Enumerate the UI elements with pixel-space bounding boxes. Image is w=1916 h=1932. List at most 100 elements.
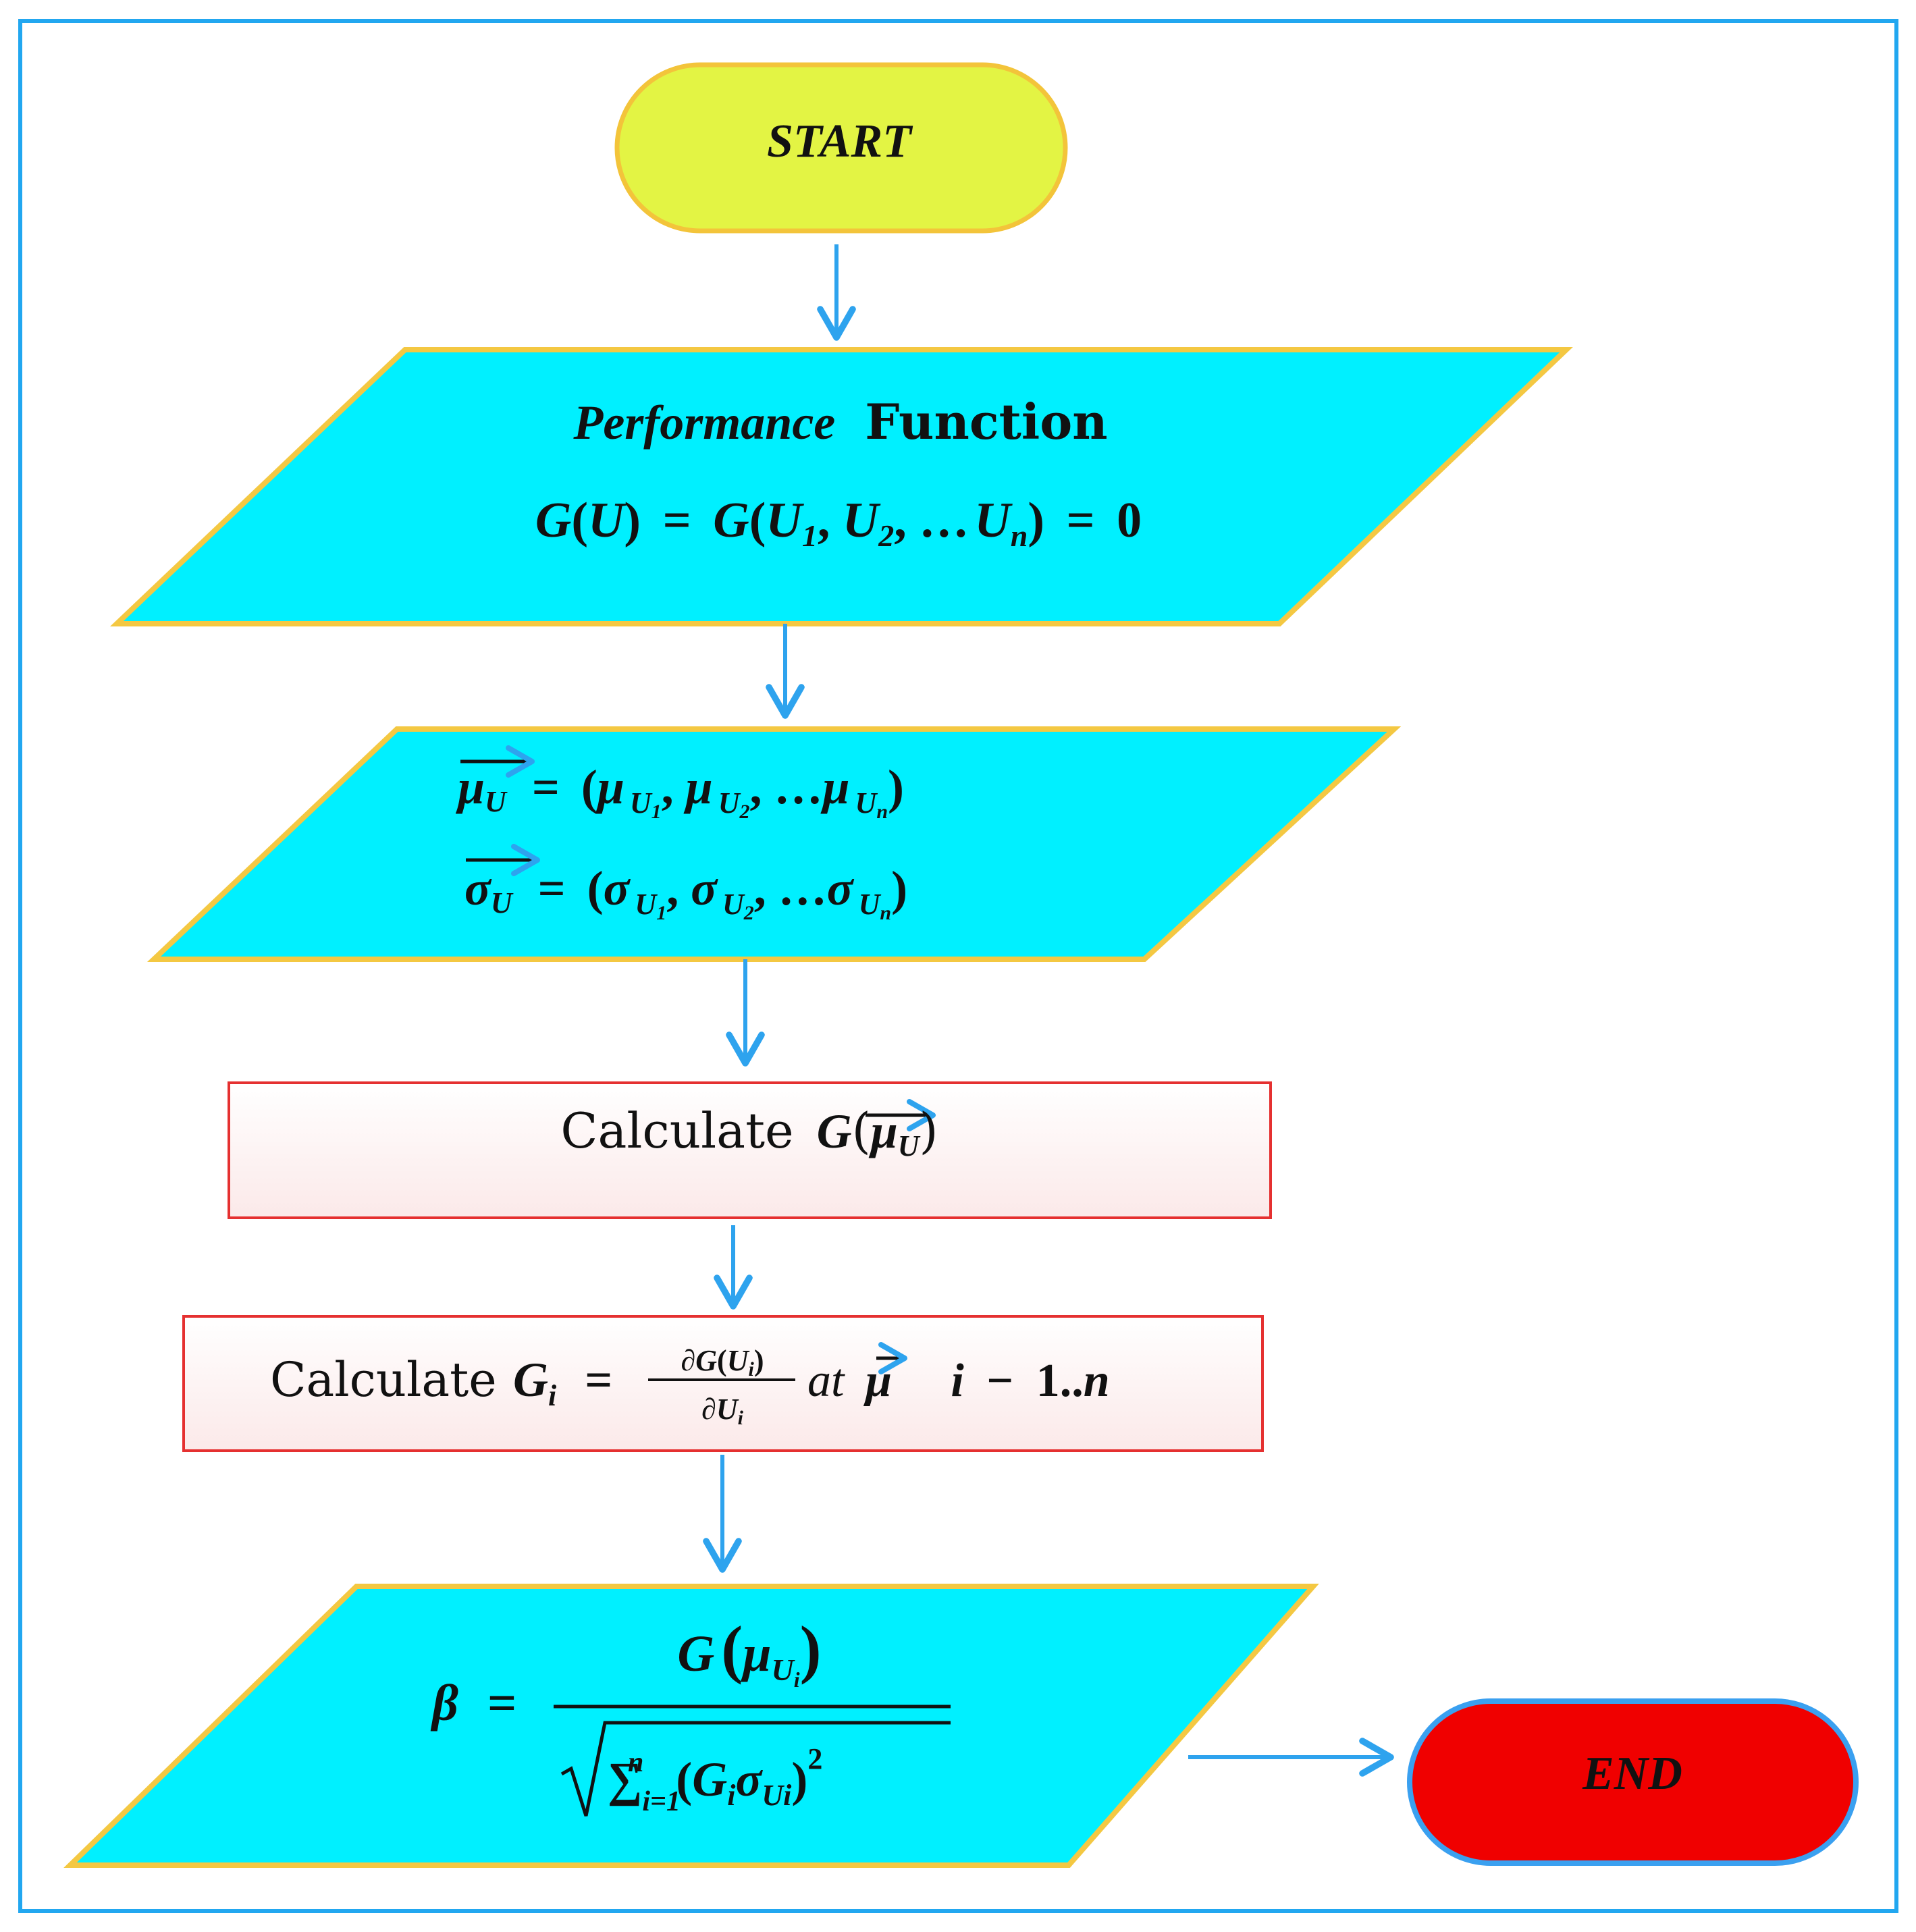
u2-sub: 2: [878, 518, 894, 553]
numerator-func: G: [695, 1344, 717, 1377]
close-paren: ): [891, 861, 907, 915]
denominator-func: G: [692, 1752, 727, 1806]
denominator-open-paren: (: [676, 1752, 692, 1806]
numerator-mu: μ: [740, 1626, 771, 1682]
start-label: START: [767, 115, 913, 167]
sum-upper: n: [628, 1747, 643, 1778]
numerator-sub: i: [748, 1358, 754, 1380]
equals-sign: =: [585, 1353, 612, 1407]
u-symbol: U: [588, 493, 627, 548]
comma-1: ,: [818, 493, 843, 548]
numerator-close-paren: ): [754, 1344, 764, 1377]
beta-numerator: G(μUi): [677, 1613, 821, 1692]
un-sub: n: [1011, 518, 1028, 553]
mu-1: μ: [595, 760, 624, 814]
sigma-2-sub-u: U: [722, 888, 745, 921]
calculate-g-process: Calculate G(μU): [228, 1081, 1272, 1219]
sigma-2: σ: [691, 861, 718, 915]
calc-g-mu: μ: [868, 1104, 898, 1158]
numerator-sub-i: i: [794, 1667, 800, 1692]
range-end: n: [1084, 1355, 1110, 1407]
sum-symbol: ∑: [608, 1752, 642, 1806]
calc-g-func: G: [817, 1104, 852, 1158]
calculate-gradient-process: Calculate Gi = ∂G(Ui) ∂Ui at μ i − 1..n: [182, 1315, 1264, 1452]
numerator-func: G: [677, 1626, 714, 1682]
performance-function-input: Performance Function G(U) = G(U1, U2, …U…: [109, 347, 1573, 626]
sigma-n-sub-idx: n: [880, 902, 891, 924]
performance-title-regular: Function: [865, 393, 1107, 450]
u1-sub: 1: [802, 518, 818, 553]
denominator-sigma: σ: [736, 1752, 764, 1806]
beta-symbol: β: [430, 1675, 458, 1732]
performance-shape: [109, 347, 1573, 626]
at-word: at: [807, 1355, 845, 1407]
sum-lower: i=1: [642, 1786, 681, 1817]
calc-gi-label: Calculate: [270, 1352, 497, 1407]
start-terminal: START: [614, 62, 1068, 234]
sqrt-symbol: [560, 1721, 951, 1817]
calc-g-label: Calculate: [560, 1102, 793, 1159]
denominator-sub-i2: i: [783, 1779, 792, 1812]
comma-2: ,: [894, 493, 919, 548]
comma-1: ,: [666, 861, 691, 915]
ellipsis: …: [919, 493, 969, 548]
denominator-sub-u: U: [762, 1779, 784, 1812]
equals-sign-2: =: [1066, 493, 1094, 548]
beta-lhs: β =: [430, 1675, 516, 1732]
close-paren: ): [888, 760, 904, 814]
exponent: 2: [807, 1742, 822, 1775]
close-paren: ): [920, 1102, 938, 1159]
sigma-sub-u: U: [491, 886, 514, 919]
sigma-1-sub-idx: 1: [656, 902, 666, 924]
g-symbol-rhs: G: [713, 493, 749, 548]
sigma-n: σ: [827, 861, 855, 915]
beta-denominator: ∑i=1 n (GiσUi)2: [608, 1742, 822, 1817]
equals-sign: =: [663, 493, 691, 548]
equals-sign: =: [538, 861, 566, 915]
calc-g-shape: [228, 1081, 1272, 1219]
mu-1-sub-u: U: [630, 786, 653, 820]
beta-shape: [63, 1584, 1319, 1868]
calc-gi-rhs: at μ i − 1..n: [807, 1355, 1110, 1407]
open-paren-rhs: (: [749, 493, 766, 548]
ellipsis: …: [774, 760, 823, 814]
performance-formula: G(U) = G(U1, U2, …Un) = 0: [535, 493, 1142, 553]
zero-value: 0: [1117, 493, 1142, 548]
sigma-1-sub-u: U: [635, 888, 658, 921]
performance-title: Performance Function: [573, 393, 1107, 450]
mu-1-sub-idx: 1: [651, 801, 662, 823]
calc-g-text: Calculate G(μU): [560, 1102, 938, 1162]
performance-title-italic: Performance: [573, 396, 835, 450]
fraction-denominator: ∂Ui: [701, 1393, 744, 1429]
un-var: U: [974, 493, 1013, 548]
open-paren: (: [571, 493, 588, 548]
u2-var: U: [843, 493, 881, 548]
calc-gi-shape: [182, 1315, 1264, 1452]
u1-var: U: [766, 493, 804, 548]
equals-sign: =: [532, 760, 560, 814]
gi-func: G: [513, 1353, 548, 1407]
numerator-close-paren: ): [800, 1613, 822, 1685]
close-paren-rhs: ): [1028, 493, 1044, 548]
denominator-sub-i: i: [727, 1779, 736, 1812]
numerator-open-paren: (: [717, 1344, 727, 1377]
range-start: 1..: [1036, 1355, 1084, 1407]
denominator-var: U: [716, 1393, 739, 1426]
denominator-close-paren: ): [791, 1752, 807, 1806]
index-i: i: [951, 1355, 964, 1407]
equals-sign: =: [487, 1675, 516, 1732]
fraction-numerator: ∂G(Ui): [681, 1344, 764, 1380]
numerator-open-paren: (: [721, 1613, 743, 1685]
sigma-symbol: σ: [464, 861, 492, 915]
mu-2: μ: [683, 760, 713, 814]
calc-g-sub-u: U: [898, 1129, 921, 1162]
sigma-1: σ: [604, 861, 631, 915]
end-terminal: END: [1407, 1698, 1859, 1866]
mu-n-sub-u: U: [855, 786, 878, 820]
